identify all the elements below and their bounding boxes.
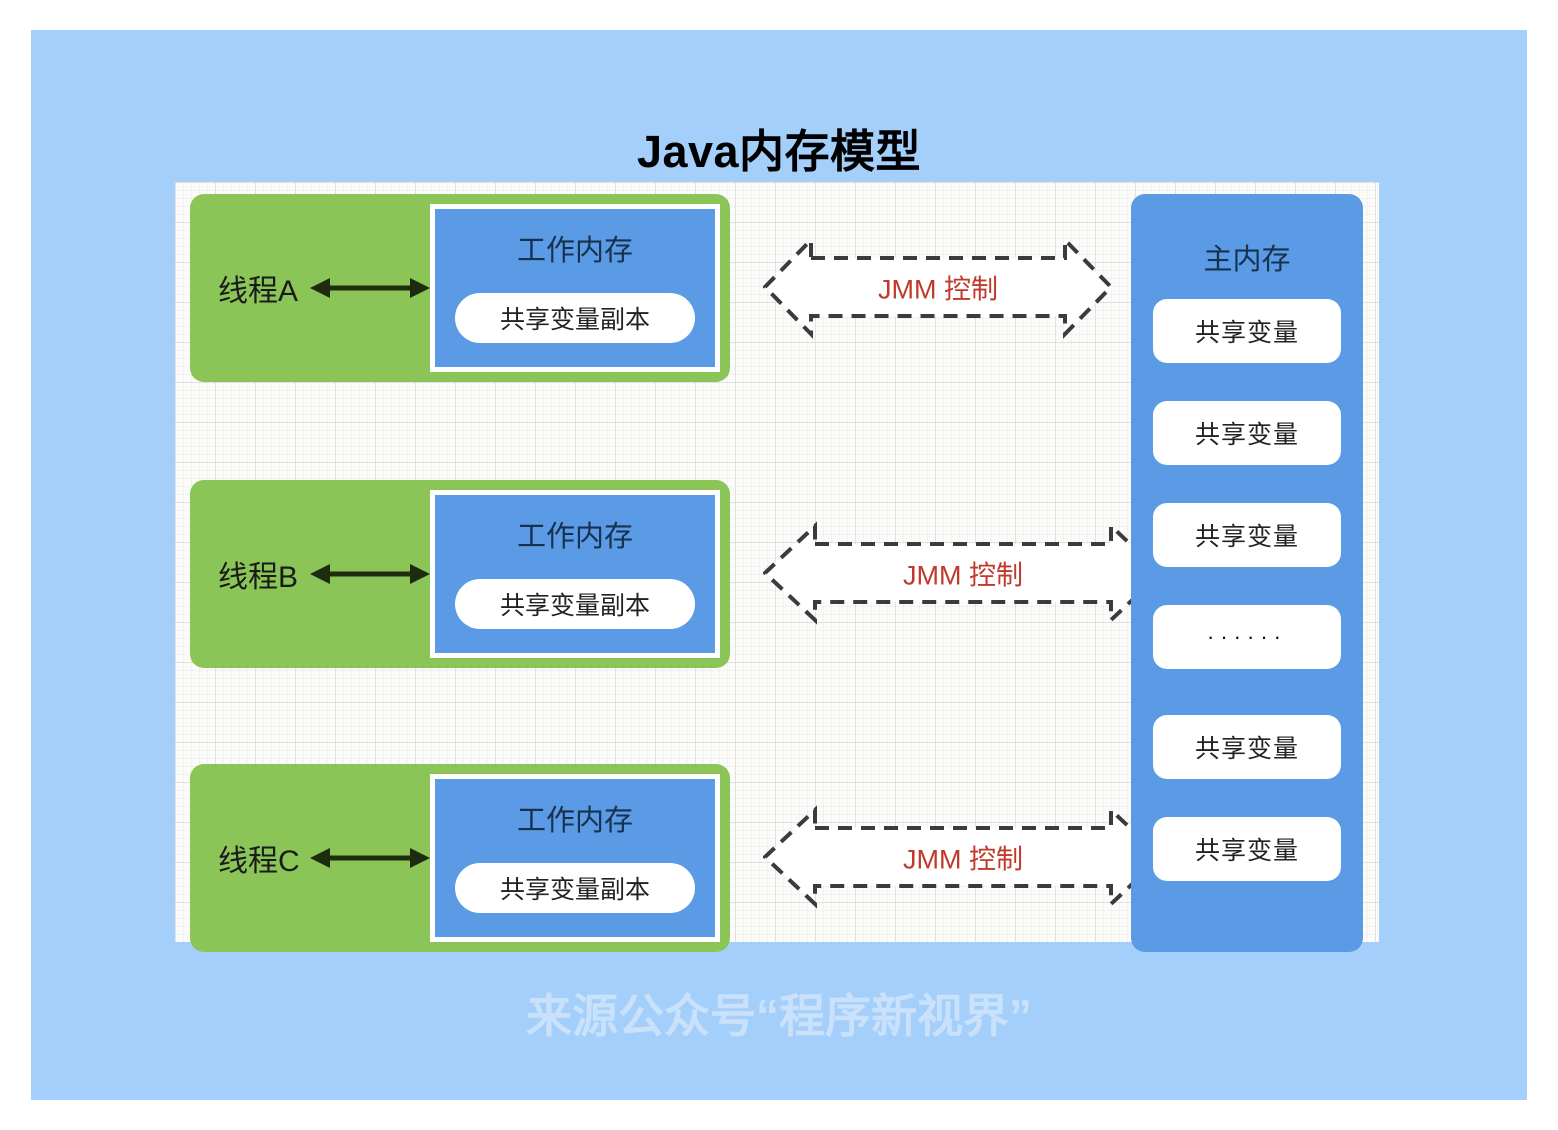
double-headed-arrow-icon bbox=[310, 275, 430, 301]
shared-variable-ellipsis: ······ bbox=[1153, 605, 1341, 669]
shared-variable-copy-c: 共享变量副本 bbox=[455, 863, 695, 913]
diagram-canvas: 线程A 工作内存 共享变量副本 bbox=[175, 182, 1379, 952]
double-headed-arrow-icon bbox=[310, 561, 430, 587]
thread-label-a: 线程A bbox=[218, 275, 299, 308]
shared-variable-item: 共享变量 bbox=[1153, 299, 1341, 363]
thread-box-a[interactable]: 线程A 工作内存 共享变量副本 bbox=[190, 194, 730, 382]
shared-variable-copy-b: 共享变量副本 bbox=[455, 579, 695, 629]
ellipsis-label: ······ bbox=[1207, 624, 1287, 649]
thread-box-b[interactable]: 线程B 工作内存 共享变量副本 bbox=[190, 480, 730, 668]
shared-variable-label: 共享变量 bbox=[1194, 319, 1299, 347]
shared-variable-label: 共享变量 bbox=[1194, 421, 1299, 449]
working-memory-title: 工作内存 bbox=[516, 521, 633, 553]
shared-variable-label: 共享变量 bbox=[1194, 523, 1299, 551]
watermark: 来源公众号“程序新视界” bbox=[526, 990, 1032, 1042]
shared-variable-item: 共享变量 bbox=[1153, 401, 1341, 465]
page-title: Java内存模型 bbox=[636, 126, 922, 177]
main-memory-panel[interactable]: 主内存 共享变量 共享变量 共享变量 ······ 共享变量 共享变量 bbox=[1131, 194, 1363, 952]
main-memory-title: 主内存 bbox=[1203, 244, 1291, 276]
shared-variable-copy-a: 共享变量副本 bbox=[455, 293, 695, 343]
slide-background: Java内存模型 线程A 工作内存 共享变量副本 bbox=[31, 30, 1527, 1100]
shared-variable-copy-label: 共享变量副本 bbox=[499, 876, 650, 904]
thread-label-c: 线程C bbox=[218, 845, 300, 878]
shared-variable-label: 共享变量 bbox=[1194, 837, 1299, 865]
working-memory-a: 工作内存 共享变量副本 bbox=[430, 204, 720, 372]
shared-variable-item: 共享变量 bbox=[1153, 817, 1341, 881]
thread-label-b: 线程B bbox=[218, 561, 299, 594]
shared-variable-label: 共享变量 bbox=[1194, 735, 1299, 763]
working-memory-title: 工作内存 bbox=[516, 235, 633, 267]
double-headed-arrow-icon bbox=[310, 845, 430, 871]
shared-variable-copy-label: 共享变量副本 bbox=[499, 592, 650, 620]
working-memory-title: 工作内存 bbox=[516, 805, 633, 837]
thread-box-c[interactable]: 线程C 工作内存 共享变量副本 bbox=[190, 764, 730, 952]
working-memory-c: 工作内存 共享变量副本 bbox=[430, 774, 720, 942]
jmm-control-arrow-b: JMM 控制 bbox=[763, 518, 1163, 628]
jmm-control-arrow-a: JMM 控制 bbox=[763, 232, 1113, 342]
jmm-control-arrow-c: JMM 控制 bbox=[763, 802, 1163, 912]
shared-variable-item: 共享变量 bbox=[1153, 715, 1341, 779]
shared-variable-item: 共享变量 bbox=[1153, 503, 1341, 567]
shared-variable-copy-label: 共享变量副本 bbox=[499, 306, 650, 334]
working-memory-b: 工作内存 共享变量副本 bbox=[430, 490, 720, 658]
